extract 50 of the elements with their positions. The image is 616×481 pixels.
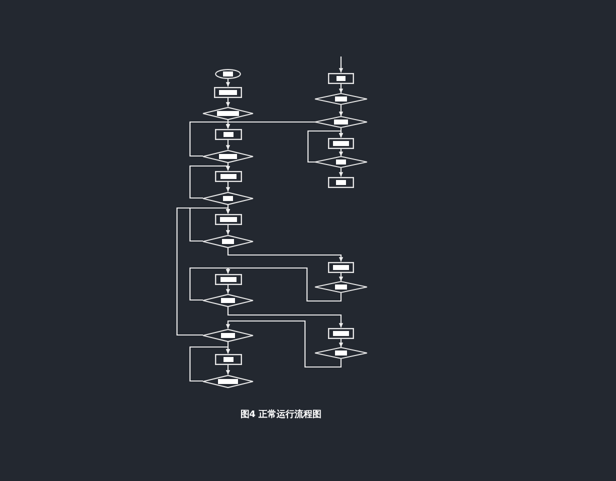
diamond-node xyxy=(315,93,367,105)
box-node xyxy=(214,354,242,364)
box-node xyxy=(214,170,242,182)
ellipse-node xyxy=(215,69,241,79)
arrow xyxy=(338,84,344,93)
box-node xyxy=(328,176,354,188)
diamond-node xyxy=(203,150,253,162)
arrow xyxy=(227,306,344,328)
diamond-node xyxy=(203,106,253,120)
box-node xyxy=(328,328,354,338)
caption: 图4 正常运行流程图 xyxy=(239,408,323,421)
arrow xyxy=(176,207,230,336)
arrow xyxy=(307,130,344,163)
arrow xyxy=(338,168,344,176)
arrow xyxy=(226,98,230,106)
arrow xyxy=(338,338,344,347)
box-node xyxy=(328,262,354,272)
arrow xyxy=(226,182,230,192)
arrow xyxy=(226,320,342,368)
arrow xyxy=(226,224,230,234)
diamond-node xyxy=(203,294,253,306)
box-node xyxy=(214,86,242,98)
arrow xyxy=(226,267,342,302)
diamond-node xyxy=(315,156,367,168)
arrow xyxy=(226,364,230,374)
arrow xyxy=(226,79,230,86)
arrow xyxy=(338,105,344,116)
arrow xyxy=(189,165,230,199)
arrow xyxy=(189,267,230,301)
diamond-node xyxy=(203,192,253,204)
arrow xyxy=(338,56,344,72)
arrow xyxy=(189,121,230,157)
diamond-node xyxy=(315,347,367,359)
arrow xyxy=(338,272,344,281)
diamond-node xyxy=(203,328,253,342)
diamond-node xyxy=(203,234,253,248)
box-node xyxy=(214,214,242,224)
diamond-node xyxy=(203,374,253,388)
arrow xyxy=(227,248,344,262)
arrow xyxy=(226,140,230,150)
box-node xyxy=(328,138,354,148)
arrow xyxy=(338,148,344,156)
box-node xyxy=(328,72,354,84)
arrow xyxy=(189,346,230,382)
box-node xyxy=(214,128,242,140)
arrow xyxy=(226,284,230,294)
box-node xyxy=(214,274,242,284)
arrow xyxy=(226,121,315,128)
diamond-node xyxy=(315,281,367,293)
diamond-node xyxy=(315,116,367,128)
